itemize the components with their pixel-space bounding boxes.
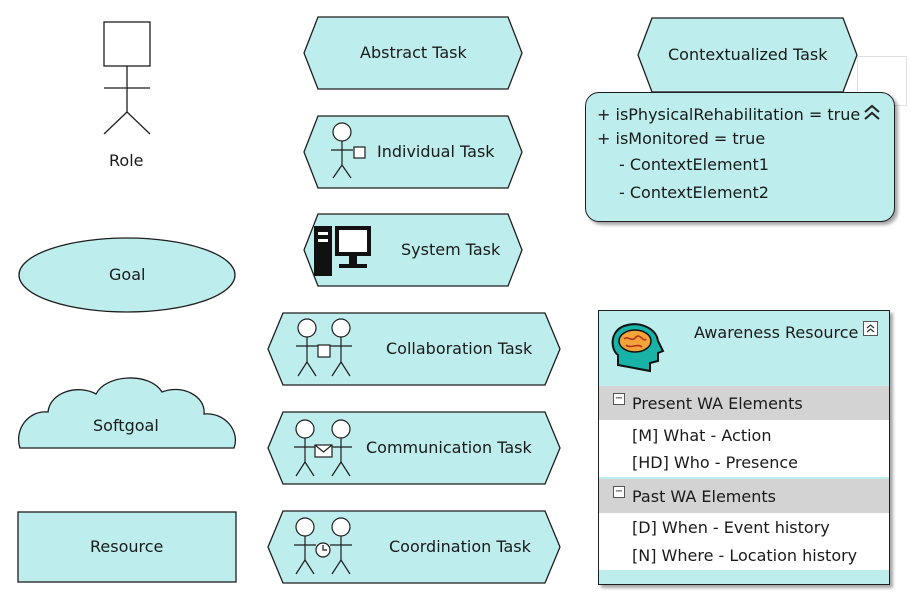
collaboration-task-label: Collaboration Task [386,339,533,358]
section-header-past[interactable]: − Past WA Elements [599,479,889,513]
awareness-resource-title: Awareness Resource [694,323,859,342]
context-line: + isPhysicalRehabilitation = true [597,105,861,124]
section-label: Present WA Elements [632,394,803,413]
wa-element-item: [M] What - Action [632,426,772,445]
brain-head-icon [611,323,665,373]
goal-label: Goal [109,265,146,284]
coordination-task-label: Coordination Task [389,537,531,556]
individual-task-shape[interactable] [303,115,523,189]
section-header-present[interactable]: − Present WA Elements [599,386,889,420]
context-line: - ContextElement1 [619,155,769,174]
contextualized-task-label: Contextualized Task [668,45,828,64]
role-label: Role [109,151,144,170]
system-task-label: System Task [401,240,501,259]
abstract-task-label: Abstract Task [360,43,467,62]
section-body-present: [M] What - Action [HD] Who - Presence [599,420,889,477]
wa-element-item: [D] When - Event history [632,518,830,537]
resource-label: Resource [90,537,164,556]
abstract-task-shape[interactable] [303,16,523,90]
context-panel[interactable]: + isPhysicalRehabilitation = true + isMo… [585,92,895,222]
wa-element-item: [HD] Who - Presence [632,453,799,472]
collapse-minus-icon[interactable]: − [613,393,625,405]
wa-element-item: [N] Where - Location history [632,546,858,565]
context-line: - ContextElement2 [619,183,769,202]
softgoal-label: Softgoal [93,416,159,435]
section-label: Past WA Elements [632,487,776,506]
collapse-minus-icon[interactable]: − [613,486,625,498]
context-line: + isMonitored = true [597,129,766,148]
section-body-past: [D] When - Event history [N] Where - Loc… [599,513,889,570]
individual-task-label: Individual Task [377,142,495,161]
collapse-toggle-icon[interactable] [863,321,878,336]
communication-task-label: Communication Task [366,438,532,457]
double-chevron-up-icon[interactable] [862,103,882,121]
awareness-resource[interactable]: Awareness Resource − Present WA Elements… [598,310,890,585]
